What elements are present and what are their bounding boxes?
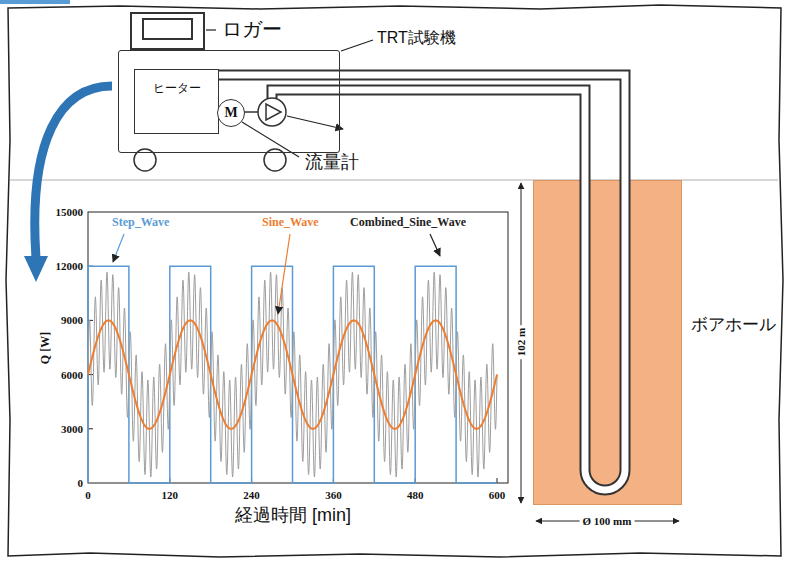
u-tube-bore: [585, 180, 625, 490]
node-text: TRT試験機: [377, 29, 456, 47]
node-text: ロガー: [222, 18, 282, 41]
tick-label: 12000: [56, 260, 84, 273]
connector-line: [219, 75, 625, 181]
leader-line: [242, 122, 299, 157]
corner-tab: [0, 0, 70, 4]
series-label: Combined_Sine_Wave: [350, 216, 466, 230]
series-label: Sine_Wave: [262, 216, 319, 230]
logger-screen: [142, 18, 193, 40]
dimension-label: 102 m: [515, 325, 528, 359]
pump-triangle: [266, 104, 281, 120]
plot-frame: [88, 212, 508, 483]
test-machine-body: TRT試験機ヒーターM: [118, 50, 340, 153]
tick-label: 240: [243, 489, 260, 502]
tick-label: 9000: [61, 314, 83, 327]
pipe-connector: [219, 75, 625, 181]
return-pipe: [272, 90, 585, 181]
u-tube: [533, 180, 682, 505]
tick-label: 0: [78, 477, 84, 490]
part-label: 流量計: [305, 152, 359, 173]
dimension-label: Ø 100 mm: [580, 515, 635, 528]
return-pipe-inner: [272, 90, 585, 181]
tick-label: 0: [85, 489, 91, 502]
series-label: Step_Wave: [112, 216, 169, 230]
pipe-joint: [244, 111, 258, 113]
tick-label: 3000: [61, 422, 83, 435]
tick-label: 600: [489, 489, 506, 502]
curved-arrow-head: [24, 256, 48, 282]
step-wave: [88, 266, 497, 483]
u-tube-wall: [585, 180, 625, 490]
tick-label: 15000: [56, 206, 84, 219]
leader-arrow: [113, 234, 124, 262]
node-text: ヒーター: [135, 70, 218, 96]
leader-arrow: [430, 234, 440, 256]
leader-arrow: [278, 234, 290, 314]
tick-label: 6000: [61, 368, 83, 381]
combined-wave: [88, 272, 497, 477]
axis-title: Q [W]: [39, 332, 53, 364]
axis-title: 経過時間 [min]: [235, 505, 351, 526]
flow-arrow: [287, 116, 343, 129]
torn-frame: [6, 5, 783, 557]
pump-symbol: [258, 98, 286, 126]
node-text: ボアホール: [691, 315, 776, 335]
heater-box: ヒーター: [134, 69, 219, 134]
tick-label: 480: [407, 489, 424, 502]
tick-label: 360: [325, 489, 342, 502]
tick-label: 120: [162, 489, 179, 502]
logger-box: ロガー: [130, 12, 205, 50]
sine-wave: [88, 320, 497, 428]
pipe-bore: [219, 75, 625, 181]
node-text: M: [218, 100, 244, 125]
borehole: ボアホール: [533, 180, 682, 505]
motor-circle: M: [217, 99, 245, 127]
leader-line: [206, 29, 216, 30]
wave-plot: [88, 266, 497, 483]
leader-line: [341, 40, 373, 51]
axis-ticks: [88, 266, 497, 483]
